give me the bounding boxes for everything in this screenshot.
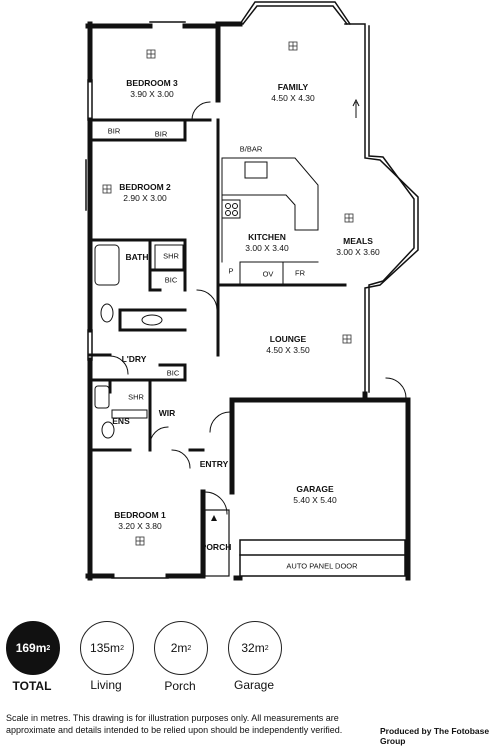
- bay-windows: [85, 1, 419, 579]
- porch-area-label: Porch: [164, 679, 196, 693]
- room-entry: ENTRY: [200, 459, 229, 470]
- room-porch: PORCH: [201, 542, 232, 553]
- outer-walls: [85, 21, 411, 581]
- tag-pantry: P: [228, 266, 234, 276]
- kitchen-benches: [221, 157, 319, 286]
- porch-step: [204, 509, 230, 577]
- area-value: 2m: [170, 641, 188, 655]
- room-name: BATH: [125, 252, 149, 262]
- room-name: L'DRY: [121, 354, 147, 364]
- room-name: BEDROOM 2: [119, 182, 171, 192]
- disclaimer-line: Scale in metres. This drawing is for ill…: [6, 713, 339, 723]
- garage-area-label: Garage: [233, 678, 275, 692]
- room-dim: 4.50 X 4.30: [271, 93, 315, 103]
- room-ensuite: ENS: [112, 416, 129, 427]
- room-name: KITCHEN: [248, 232, 286, 242]
- tag-bir: BIR: [154, 129, 168, 139]
- tag-shr: SHR: [163, 251, 179, 261]
- living-area-label: Living: [90, 678, 122, 692]
- tag-bic: BIC: [166, 368, 180, 378]
- room-dim: 3.00 X 3.60: [336, 247, 380, 257]
- room-name: BEDROOM 1: [114, 510, 166, 520]
- room-name: ENS: [112, 416, 130, 426]
- room-name: FAMILY: [277, 82, 309, 92]
- room-name: WIR: [158, 408, 176, 418]
- tag-fridge: FR: [295, 268, 305, 278]
- entry-arrow-icon: [211, 515, 217, 521]
- tag-auto-panel-door: AUTO PANEL DOOR: [286, 561, 358, 571]
- doors: [109, 101, 407, 515]
- tag-bic: BIC: [164, 275, 178, 285]
- floor-plan: [85, 1, 419, 581]
- room-bath: BATH: [126, 252, 149, 263]
- light-fixtures: [102, 41, 354, 546]
- room-wir: WIR: [159, 408, 176, 419]
- bath-fixtures: [94, 244, 184, 439]
- disclaimer: Scale in metres. This drawing is for ill…: [6, 712, 342, 736]
- room-dim: 5.40 X 5.40: [293, 495, 337, 505]
- room-dim: 3.90 X 3.00: [130, 89, 174, 99]
- room-dim: 3.20 X 3.80: [118, 521, 162, 531]
- room-name: BEDROOM 3: [126, 78, 178, 88]
- room-dim: 3.00 X 3.40: [245, 243, 289, 253]
- room-dim: 4.50 X 3.50: [266, 345, 310, 355]
- room-name: ENTRY: [199, 459, 229, 469]
- producer-credit: Produced by The Fotobase Group: [380, 726, 490, 746]
- room-name: GARAGE: [296, 484, 334, 494]
- room-name: LOUNGE: [269, 334, 307, 344]
- room-name: MEALS: [343, 236, 373, 246]
- interior-walls: [88, 118, 347, 512]
- room-laundry: L'DRY: [122, 354, 147, 365]
- total-area-label: TOTAL: [12, 679, 52, 693]
- tag-bbar: B/BAR: [239, 144, 263, 154]
- room-dim: 2.90 X 3.00: [123, 193, 167, 203]
- up-arrow-icon: [352, 98, 360, 118]
- disclaimer-line: approximate and details intended to be r…: [6, 725, 343, 735]
- area-value: 135m: [90, 641, 121, 655]
- room-name: PORCH: [200, 542, 232, 552]
- area-value: 32m: [241, 641, 265, 655]
- tag-shr: SHR: [128, 392, 144, 402]
- area-value: 169m: [15, 641, 47, 655]
- tag-oven: OV: [262, 269, 274, 279]
- garage-door: [239, 539, 406, 577]
- tag-bir: BIR: [107, 126, 121, 136]
